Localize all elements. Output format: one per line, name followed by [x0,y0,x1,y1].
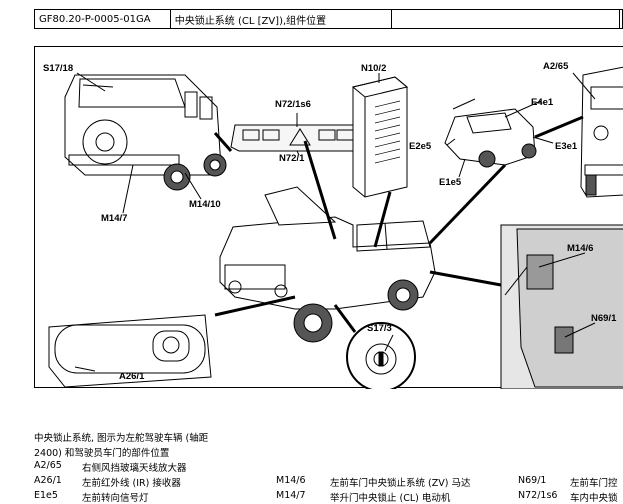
legend-text: 左前红外线 (IR) 接收器 [82,478,181,489]
legend-code: N72/1s6 [518,490,558,501]
front-vehicle-drawing [580,66,623,198]
header-empty-cell [392,10,620,28]
component-illustration [48,66,623,389]
description-line-2: 2400) 和驾驶员车门的部件位置 [34,448,170,459]
callout-e1e5: E1e5 [439,177,462,188]
legend-text: 左前转向信号灯 [82,493,149,504]
callout-e2e5: E2e5 [409,141,432,152]
leader-lines [213,115,584,333]
callout-a26-1: A26/1 [119,371,145,382]
callout-n69-1: N69/1 [591,313,617,324]
door-handle-drawing [48,314,212,388]
legend-code: N69/1 [518,475,547,486]
callout-m14-10: M14/10 [189,199,221,210]
callout-a2-65: A2/65 [543,61,569,72]
callout-m14-7: M14/7 [101,213,128,224]
legend-code: M14/6 [276,475,306,486]
main-vehicle-drawing [219,186,436,343]
small-vehicle-drawing [444,98,537,168]
brand-cell: G [620,10,622,28]
legend-text: 左前车门中央锁止系统 (ZV) 马达 [330,478,471,489]
legend-text: 举升门中央锁止 (CL) 电动机 [330,493,451,504]
legend-code: A26/1 [34,475,62,486]
document-header: GF80.20-P-0005-01GA 中央锁止系统 (CL [ZV]),组件位… [34,9,623,29]
callout-n72-1s6: N72/1s6 [275,99,311,110]
legend-code: M14/7 [276,490,306,501]
callout-e4e1: E4e1 [531,97,554,108]
rear-vehicle-drawing [64,74,227,191]
legend-text: 右侧风挡玻璃天线放大器 [82,463,187,474]
callout-s17-18: S17/18 [43,63,74,74]
lock-cylinder-drawing [346,322,416,389]
door-inset-drawing [500,224,623,389]
doc-id: GF80.20-P-0005-01GA [35,10,171,28]
description-line-1: 中央锁止系统, 图示为左舵驾驶车辆 (轴距 [34,433,209,444]
callout-n72-1: N72/1 [279,153,305,164]
control-module-drawing [351,76,409,198]
callout-s17-3: S17/3 [367,323,392,334]
legend-code: A2/65 [34,460,62,471]
legend-text: 左前车门控 [570,478,618,489]
callout-lines [74,72,596,372]
callout-e3e1: E3e1 [555,141,578,152]
overhead-control-panel-drawing [230,124,362,152]
callout-m14-6: M14/6 [567,243,594,254]
legend-text: 车内中央锁 [570,493,618,504]
callout-n10-2: N10/2 [361,63,387,74]
legend-code: E1e5 [34,490,58,501]
doc-title: 中央锁止系统 (CL [ZV]),组件位置 [171,10,393,28]
illustration-frame: S17/18 N10/2 N72/1s6 N72/1 A2/65 E4e1 E2… [34,46,623,389]
